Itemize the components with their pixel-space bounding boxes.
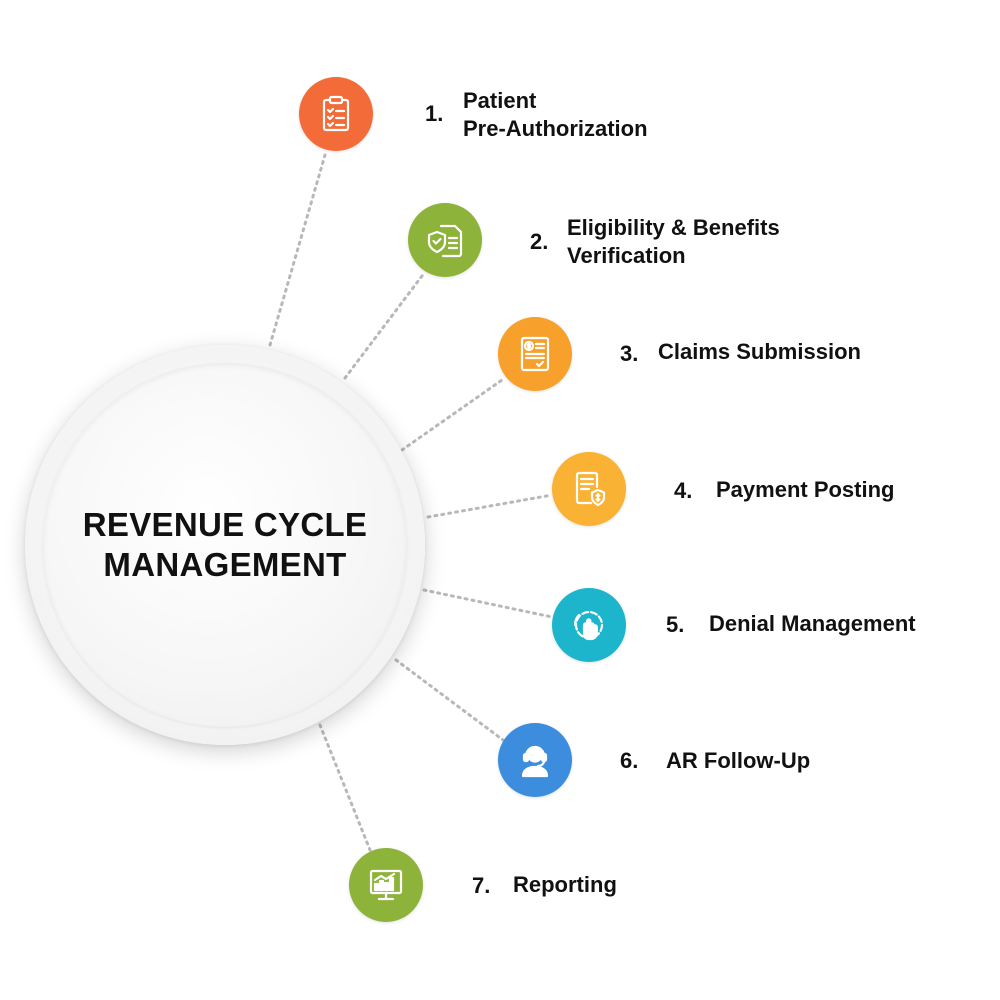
step-label-1: Patient Pre-Authorization: [463, 87, 648, 143]
step-label-2-line-1: Eligibility & Benefits: [567, 215, 780, 240]
hub-circle: REVENUE CYCLE MANAGEMENT: [43, 363, 407, 727]
gear-stop-hand-icon: [552, 588, 626, 662]
step-label-6: AR Follow-Up: [666, 747, 810, 775]
step-number-5: 5.: [666, 612, 685, 637]
step-number-7: 7.: [472, 873, 491, 898]
step-number-4: 4.: [674, 478, 693, 503]
connector-line-6: [394, 658, 505, 742]
connector-line-1: [268, 153, 327, 347]
step-number-1: 1.: [425, 101, 444, 126]
step-number-6: 6.: [620, 748, 639, 773]
connector-line-2: [343, 270, 427, 380]
clipboard-checklist-icon: [299, 77, 373, 151]
step-label-1-line-1: Patient: [463, 88, 537, 113]
step-label-3-line-1: Claims Submission: [658, 339, 861, 364]
step-label-4-line-1: Payment Posting: [716, 477, 895, 502]
connector-line-3: [400, 378, 504, 452]
connector-line-5: [422, 588, 554, 619]
hub-title-line-1: REVENUE CYCLE: [82, 505, 368, 543]
step-label-1-line-2: Pre-Authorization: [463, 116, 648, 141]
invoice-document-icon: [498, 317, 572, 391]
hub-title: REVENUE CYCLE MANAGEMENT: [65, 505, 385, 586]
connector-line-7: [318, 723, 372, 852]
step-label-6-line-1: AR Follow-Up: [666, 748, 811, 773]
step-label-2-line-2: Verification: [567, 243, 686, 268]
monitor-chart-icon: [349, 848, 423, 922]
step-label-7-line-1: Reporting: [513, 872, 617, 897]
step-number-3: 3.: [620, 341, 639, 366]
step-label-7: Reporting: [513, 871, 617, 899]
step-label-5-line-1: Denial Management: [709, 611, 916, 636]
shield-document-icon: [408, 203, 482, 277]
headset-agent-icon: [498, 723, 572, 797]
document-dollar-shield-icon: [552, 452, 626, 526]
connector-line-4: [426, 493, 554, 519]
hub-title-line-2: MANAGEMENT: [103, 546, 347, 583]
step-label-4: Payment Posting: [716, 476, 894, 504]
step-label-2: Eligibility & Benefits Verification: [567, 214, 780, 270]
step-label-3: Claims Submission: [658, 338, 861, 366]
step-number-2: 2.: [530, 229, 549, 254]
step-label-5: Denial Management: [709, 610, 916, 638]
